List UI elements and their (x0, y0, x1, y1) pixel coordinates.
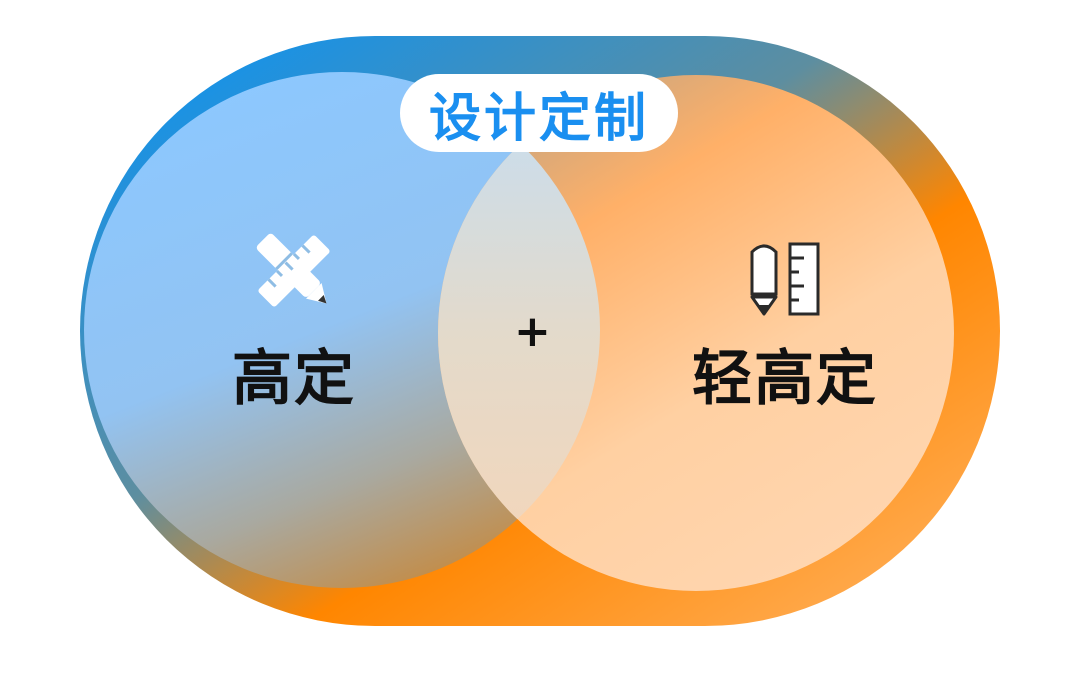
title-badge: 设计定制 (400, 74, 678, 152)
pencil-ruler-icon (750, 242, 820, 316)
plus-sign: + (514, 306, 551, 357)
right-label: 轻高定 (692, 344, 878, 414)
left-label: 高定 (232, 344, 356, 414)
diagram-title: 设计定制 (428, 88, 649, 149)
pencil-ruler-icon (256, 233, 330, 307)
